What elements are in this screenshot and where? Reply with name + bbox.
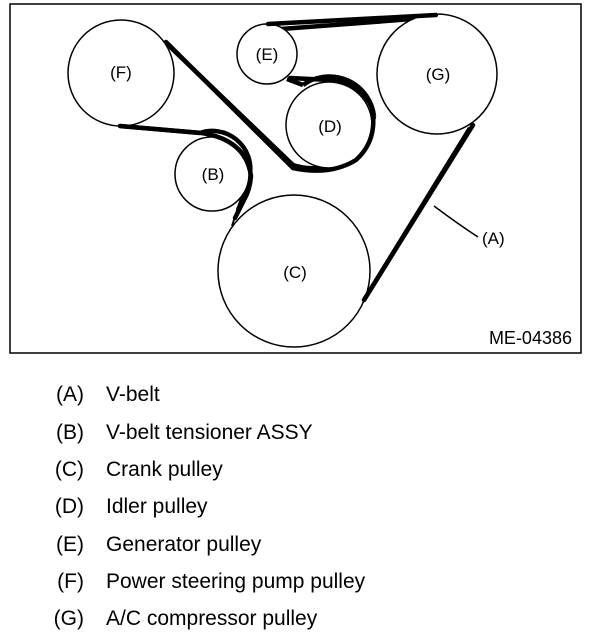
legend-item-b: (B) V-belt tensioner ASSY (0, 419, 608, 447)
legend-letter: (C) (54, 458, 84, 481)
callout-leader-line (433, 205, 479, 238)
legend-item-a: (A) V-belt (0, 381, 608, 409)
legend-letter: (B) (56, 421, 84, 444)
legend-text: A/C compressor pulley (106, 607, 318, 630)
label-f: (F) (110, 63, 132, 82)
v-belt-wraps (117, 12, 476, 303)
belt-wrap-d-bottom (290, 105, 376, 173)
label-g: (G) (426, 65, 451, 84)
legend-item-d: (D) Idler pulley (0, 493, 608, 521)
label-b: (B) (202, 165, 225, 184)
label-e: (E) (256, 45, 279, 64)
callout-a-label: (A) (482, 229, 505, 248)
label-c: (C) (283, 263, 307, 282)
legend-text: Idler pulley (106, 495, 208, 518)
belt-wrap-top (265, 12, 439, 27)
belt-routing-diagram: (F) (E) (G) (D) (B) (C) (A) ME-04386 (9, 3, 582, 354)
belt-wrap-b (199, 130, 254, 203)
crank-pulley (217, 194, 371, 348)
legend-letter: (D) (54, 495, 84, 518)
legend-text: Generator pulley (106, 533, 262, 556)
legend-item-f: (F) Power steering pump pulley (0, 568, 608, 596)
legend-text: V-belt (106, 383, 160, 406)
legend-item-e: (E) Generator pulley (0, 531, 608, 559)
belt-wrap-d-top (287, 75, 375, 111)
legend-text: Power steering pump pulley (106, 570, 366, 593)
pulleys (67, 13, 498, 348)
label-d: (D) (318, 117, 342, 136)
figure-frame (9, 3, 582, 354)
legend-text: V-belt tensioner ASSY (106, 421, 313, 444)
legend-letter: (F) (57, 570, 84, 593)
legend-item-g: (G) A/C compressor pulley (0, 605, 608, 633)
belt-wrap-f-to-b (117, 123, 205, 136)
belt-wrap-b-to-c (232, 197, 247, 221)
belt-wrap-c-to-g (361, 122, 476, 303)
figure-id: ME-04386 (489, 328, 572, 348)
legend-letter: (G) (53, 607, 84, 630)
belt-wrap-f-to-d (163, 39, 296, 171)
legend-item-c: (C) Crank pulley (0, 456, 608, 484)
legend-letter: (E) (56, 533, 84, 556)
legend-text: Crank pulley (106, 458, 223, 481)
legend-letter: (A) (56, 383, 84, 406)
